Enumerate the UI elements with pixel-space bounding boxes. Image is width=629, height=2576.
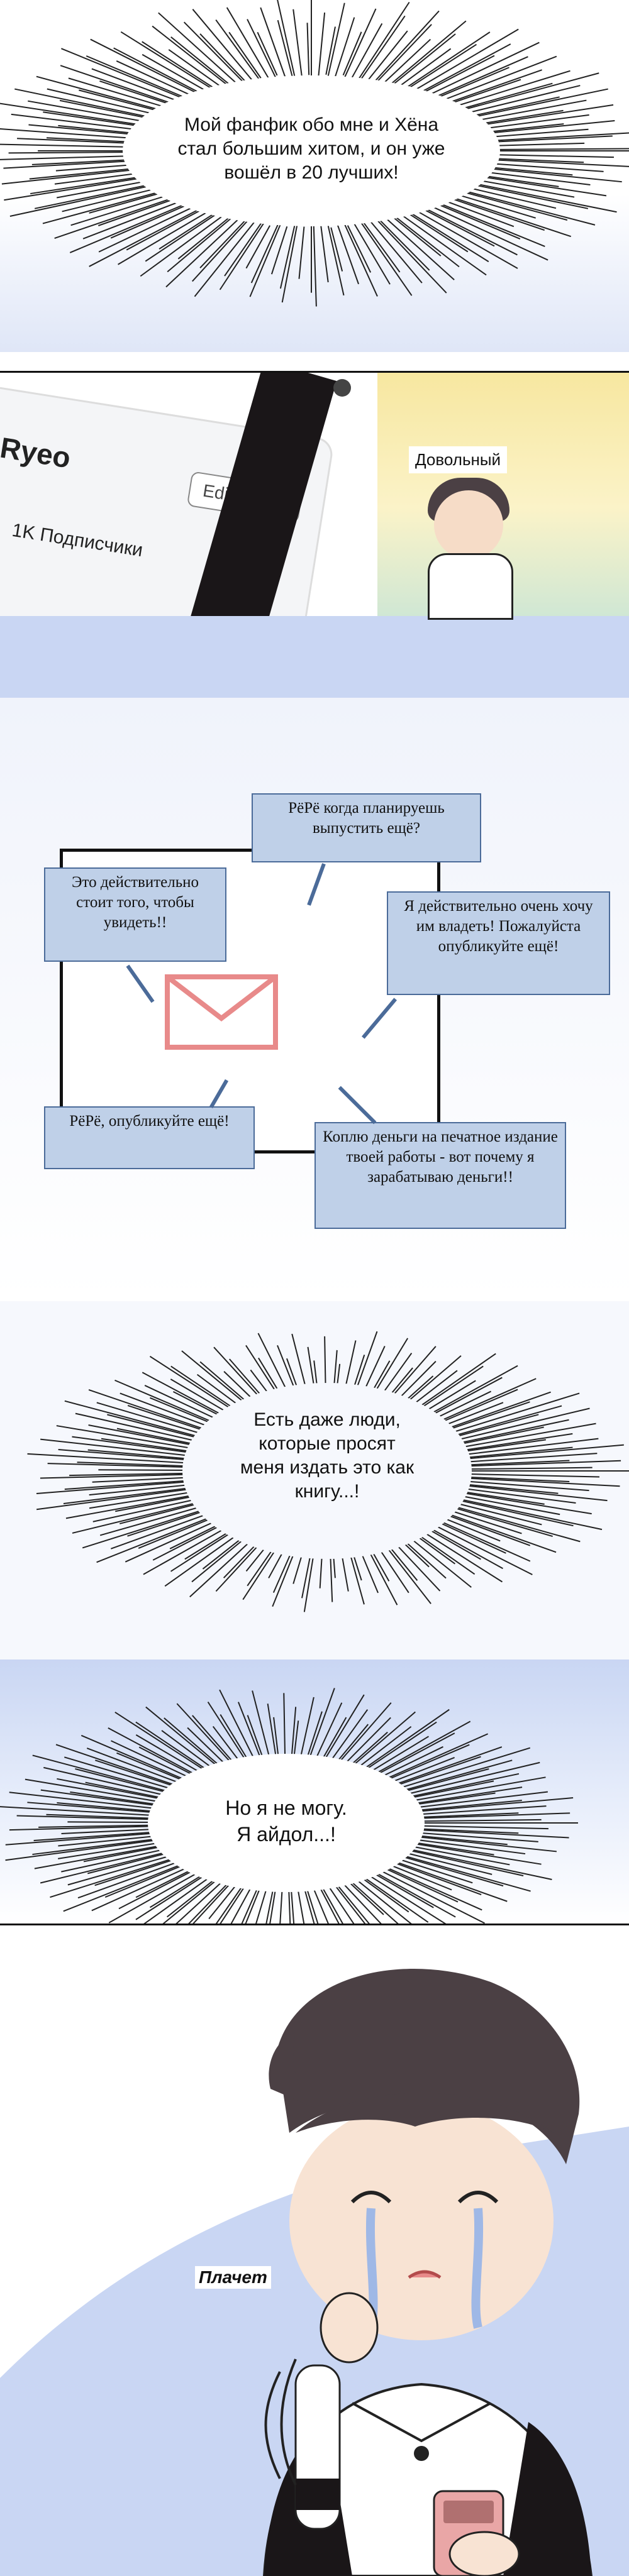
- comment-bubble-right: Я действительно очень хочу им владеть! П…: [387, 891, 610, 995]
- speed-burst-lines: [0, 0, 629, 307]
- caption-satisfied: Довольный: [409, 446, 508, 473]
- narration-fanfic-hit: Мой фанфик обо мне и Хёна стал большим х…: [123, 113, 500, 185]
- chibi-face: [434, 490, 503, 559]
- comment-bubble-top: РёРё когда планируешь выпустить ещё?: [252, 793, 481, 862]
- comment-bubble-bottom-left: РёРё, опубликуйте ещё!: [44, 1106, 255, 1169]
- panel-3-blue-strip: [0, 616, 629, 698]
- panel-1: Мой фанфик обо мне и Хёна стал большим х…: [0, 0, 629, 352]
- speed-burst-lines: [0, 1688, 578, 1924]
- narration-line: которые просят: [259, 1433, 396, 1454]
- narration-line: стал большим хитом, и он уже: [177, 138, 445, 159]
- narration-cannot-idol: Но я не могу. Я айдол...!: [160, 1795, 412, 1847]
- narration-line: Мой фанфик обо мне и Хёна: [184, 114, 439, 135]
- narration-book-request: Есть даже люди, которые просят меня изда…: [201, 1408, 453, 1504]
- panel-7: [0, 1924, 629, 2576]
- narration-line: книгу...!: [294, 1481, 360, 1502]
- caption-crying: Плачет: [195, 2266, 271, 2289]
- comment-bubble-left: Это действительно стоит того, чтобы увид…: [44, 867, 226, 962]
- chibi-body: [428, 553, 513, 620]
- panel-5: Есть даже люди, которые просят меня изда…: [0, 1301, 629, 1660]
- narration-line: меня издать это как: [240, 1457, 415, 1478]
- crying-character-illustration: [0, 1968, 629, 2576]
- narration-line: вошёл в 20 лучших!: [224, 162, 399, 183]
- envelope-icon: [165, 974, 278, 1050]
- comment-bubble-bottom-right: Коплю деньги на печатное издание твоей р…: [314, 1122, 566, 1229]
- narration-line: Но я не могу.: [225, 1797, 347, 1819]
- panel-2: Ryeo Edit Profile 1K Подписчики: [0, 371, 629, 620]
- panel-6: Но я не могу. Я айдол...!: [0, 1660, 629, 1925]
- phone-camera-icon: [333, 379, 351, 397]
- narration-line: Я айдол...!: [237, 1823, 336, 1846]
- speed-burst-lines: [27, 1331, 629, 1612]
- narration-line: Есть даже люди,: [253, 1409, 401, 1430]
